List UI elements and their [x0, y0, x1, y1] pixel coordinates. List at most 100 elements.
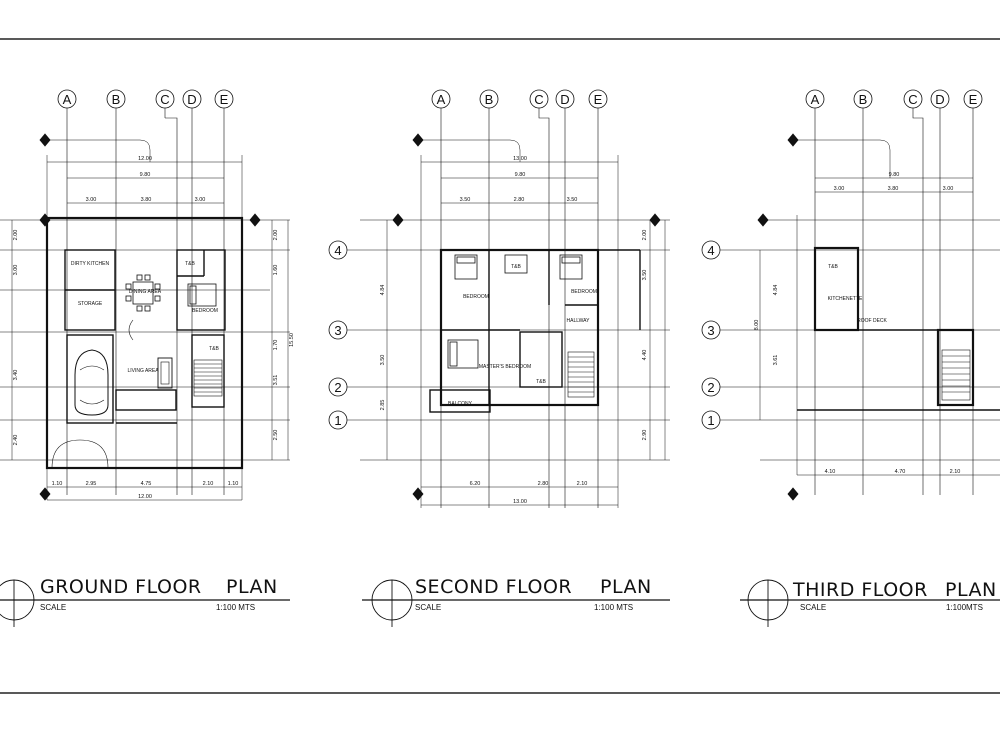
second-room-tb-2: T&B: [536, 379, 546, 385]
ground-dim-right-5: 2.50: [273, 430, 279, 441]
second-row-3: 3: [334, 323, 341, 338]
ground-dim-top-3: 3.00: [195, 197, 206, 203]
third-dim-top-2: 3.80: [888, 186, 899, 192]
second-row-4: 4: [334, 243, 341, 258]
second-dim-top-3: 3.50: [567, 197, 578, 203]
ground-dim-left-1: 2.00: [13, 230, 19, 241]
ground-scale-label: SCALE: [40, 603, 66, 612]
ground-dim-right-total: 15.50: [289, 333, 295, 347]
second-title-plan: PLAN: [600, 576, 652, 598]
second-dim-right-2: 3.50: [642, 270, 648, 281]
ground-floor-plan: [0, 89, 290, 627]
second-dim-left-1: 4.84: [380, 285, 386, 296]
second-col-C: C: [534, 92, 543, 107]
third-row-4: 4: [707, 243, 714, 258]
second-col-E: E: [594, 92, 603, 107]
third-dim-top-grid: 9.80: [889, 172, 900, 178]
ground-col-C: C: [160, 92, 169, 107]
ground-dim-bot-3: 4.75: [141, 481, 152, 487]
ground-dim-bot-5: 1.10: [228, 481, 239, 487]
ground-room-bedroom: BEDROOM: [192, 308, 218, 314]
second-text: A B C D E 4 3 2 1 13.00 9.80 3.50 2.80 3…: [334, 92, 651, 612]
third-column-bubbles: [805, 89, 983, 109]
second-room-bedroom-2: BEDROOM: [571, 289, 597, 295]
second-scale-label: SCALE: [415, 603, 441, 612]
third-dim-bot-1: 4.10: [825, 469, 836, 475]
second-dim-left-3: 2.85: [380, 400, 386, 411]
third-row-1: 1: [707, 413, 714, 428]
third-room-tb: T&B: [828, 264, 838, 270]
ground-dim-left-3: 3.40: [13, 370, 19, 381]
second-dim-bot-1: 6.20: [470, 481, 481, 487]
ground-dim-right-4: 3.51: [273, 375, 279, 386]
second-room-master: MASTER'S BEDROOM: [479, 364, 531, 370]
ground-dim-left-2: 3.00: [13, 265, 19, 276]
ground-dim-left-4: 2.40: [13, 435, 19, 446]
second-dim-right-1: 2.00: [642, 230, 648, 241]
ground-dim-right-2: 1.60: [273, 265, 279, 276]
ground-dim-right-1: 2.00: [273, 230, 279, 241]
ground-dim-top-2: 3.80: [141, 197, 152, 203]
second-dim-top-1: 3.50: [460, 197, 471, 203]
ground-col-B: B: [112, 92, 121, 107]
third-col-C: C: [908, 92, 917, 107]
third-dim-bot-3: 2.10: [950, 469, 961, 475]
ground-text: A B C D E 12.00 9.80 3.00 3.80 3.00 1.10…: [13, 92, 295, 612]
ground-dim-top-1: 3.00: [86, 197, 97, 203]
third-scale-value: 1:100MTS: [946, 603, 983, 612]
ground-room-living: LIVING AREA: [127, 368, 159, 374]
second-dim-left-2: 3.50: [380, 355, 386, 366]
second-col-B: B: [485, 92, 494, 107]
third-dim-bot-2: 4.70: [895, 469, 906, 475]
second-scale-value: 1:100 MTS: [594, 603, 633, 612]
third-title: THIRD FLOOR: [792, 579, 928, 601]
second-row-1: 1: [334, 413, 341, 428]
second-col-A: A: [437, 92, 446, 107]
third-floor-plan: [701, 89, 1000, 627]
second-row-2: 2: [334, 380, 341, 395]
ground-dim-top-total: 12.00: [138, 156, 152, 162]
second-dim-bot-3: 2.10: [577, 481, 588, 487]
ground-room-tb-1: T&B: [185, 261, 195, 267]
second-dim-right-3: 4.40: [642, 350, 648, 361]
ground-dim-bot-2: 2.95: [86, 481, 97, 487]
ground-dim-bot-1: 1.10: [52, 481, 63, 487]
third-dim-left-1: 4.84: [773, 285, 779, 296]
third-col-B: B: [859, 92, 868, 107]
ground-col-D: D: [187, 92, 196, 107]
third-scale-label: SCALE: [800, 603, 826, 612]
second-level-markers: [392, 133, 661, 501]
ground-scale-value: 1:100 MTS: [216, 603, 255, 612]
ground-col-E: E: [220, 92, 229, 107]
second-dim-top-total: 13.00: [513, 156, 527, 162]
third-col-A: A: [811, 92, 820, 107]
ground-room-dining: DINING AREA: [129, 289, 162, 295]
third-dim-top-3: 3.00: [943, 186, 954, 192]
ground-room-dirty-kitchen: DIRTY KITCHEN: [71, 261, 110, 267]
third-level-markers: [757, 133, 799, 501]
ground-level-markers: [39, 133, 261, 501]
second-room-hallway: HALLWAY: [567, 318, 591, 324]
third-row-3: 3: [707, 323, 714, 338]
ground-dim-top-grid: 9.80: [140, 172, 151, 178]
third-text: A B C D E 4 3 2 1 9.80 3.00 3.80 3.00 4.…: [707, 92, 996, 612]
ground-title-plan: PLAN: [226, 576, 278, 598]
third-col-D: D: [935, 92, 944, 107]
second-room-tb-1: T&B: [511, 264, 521, 270]
ground-dim-bot-total: 12.00: [138, 494, 152, 500]
third-row-2: 2: [707, 380, 714, 395]
third-dim-top-1: 3.00: [834, 186, 845, 192]
third-dim-left-2: 8.00: [754, 320, 760, 331]
second-dim-top-grid: 9.80: [515, 172, 526, 178]
ground-title: GROUND FLOOR: [40, 576, 202, 598]
third-col-E: E: [969, 92, 978, 107]
third-title-plan: PLAN: [945, 579, 997, 601]
second-dim-right-4: 2.90: [642, 430, 648, 441]
second-dim-bot-2: 2.80: [538, 481, 549, 487]
second-dim-bot-total: 13.00: [513, 499, 527, 505]
ground-column-bubbles: [57, 89, 234, 109]
second-floor-plan: [328, 89, 670, 627]
second-dim-top-2: 2.80: [514, 197, 525, 203]
